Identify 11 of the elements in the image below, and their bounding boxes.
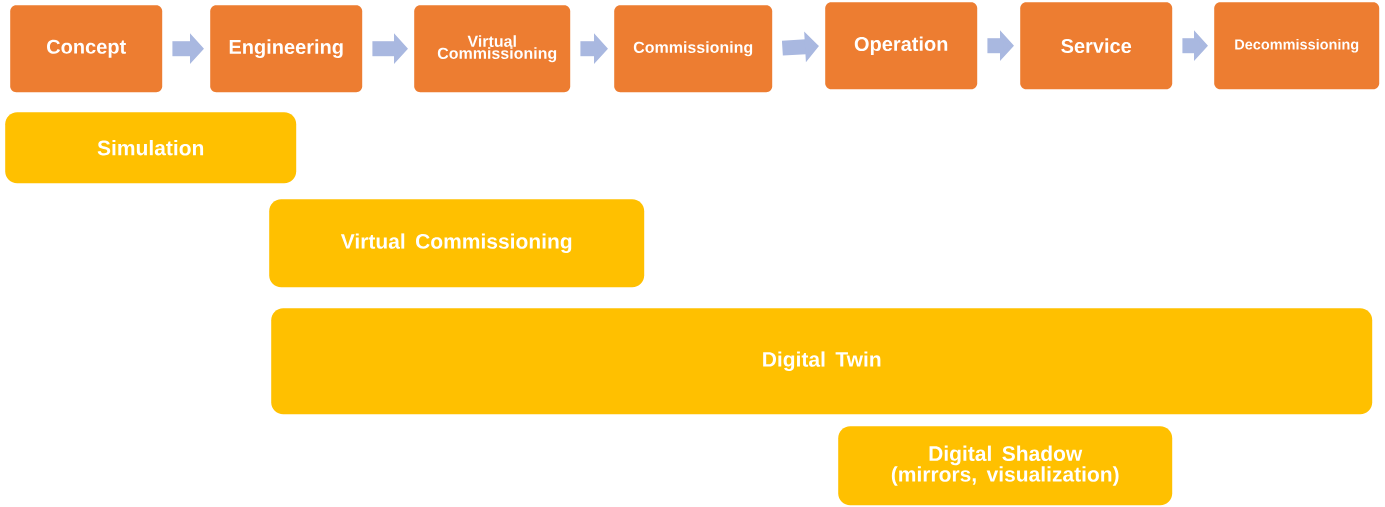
stage-box: Service (1020, 2, 1173, 90)
phase-band: Digital Twin (271, 308, 1373, 415)
phase-band: Digital Shadow (mirrors, visualization) (838, 426, 1173, 506)
stage-box: Concept (10, 5, 163, 93)
phase-band: Simulation (5, 112, 297, 184)
stage-box: Commissioning (614, 5, 773, 93)
phase-band: Virtual Commissioning (269, 199, 645, 288)
stage-box: Operation (825, 2, 978, 90)
stage-box: Virtual Commissioning (414, 5, 571, 93)
stage-box: Decommissioning (1214, 2, 1380, 90)
stage-box: Engineering (210, 5, 363, 93)
